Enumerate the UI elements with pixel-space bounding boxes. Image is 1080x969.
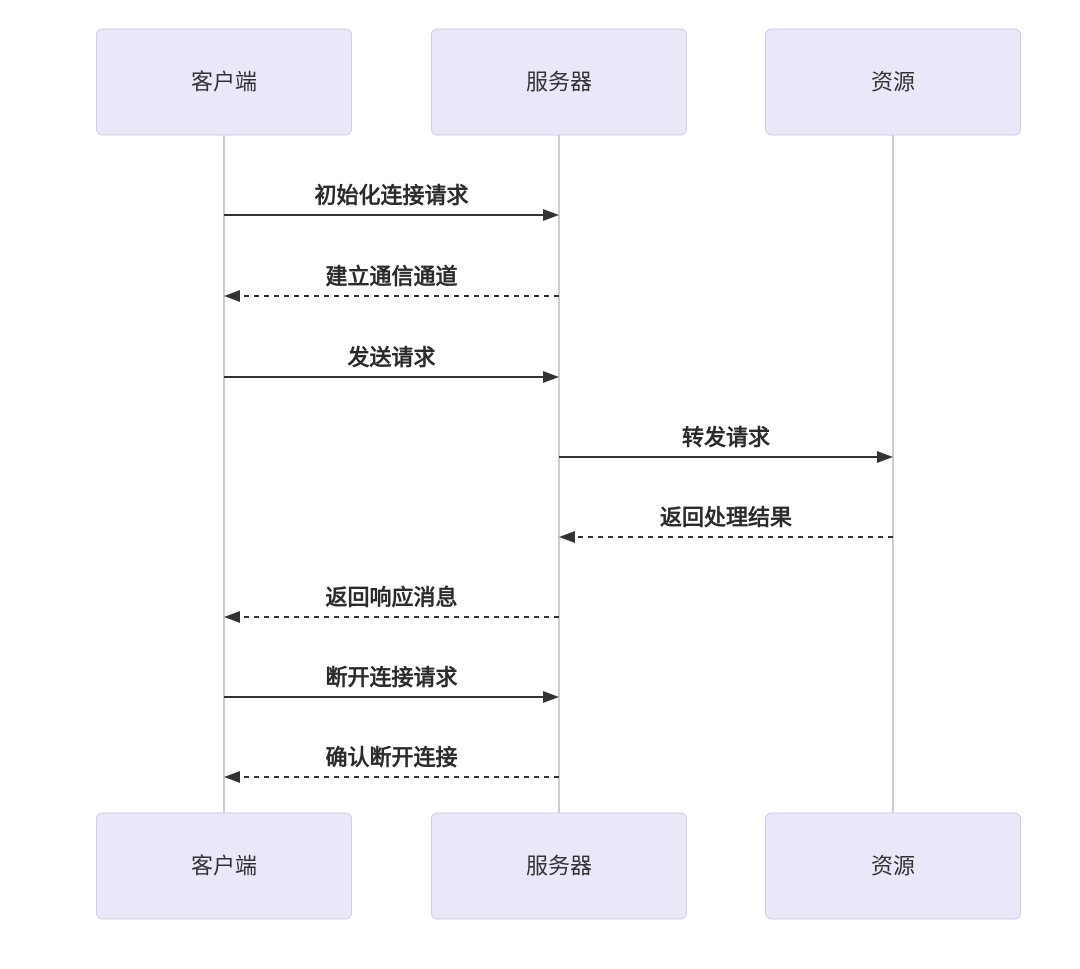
message-arrowhead-3 (877, 451, 893, 463)
message-label-7: 确认断开连接 (325, 745, 457, 770)
message-label-2: 发送请求 (346, 345, 435, 370)
actor-box-top-client (96, 28, 352, 136)
message-arrowhead-0 (543, 209, 559, 221)
actor-box-top-server (431, 28, 687, 136)
message-arrowhead-1 (224, 290, 240, 302)
actor-label-top-client: 客户端 (191, 70, 257, 95)
message-label-3: 转发请求 (682, 425, 770, 450)
message-arrowhead-5 (224, 611, 240, 623)
actor-label-bottom-client: 客户端 (191, 854, 257, 879)
actor-box-top-resource (765, 28, 1021, 136)
actor-label-top-resource: 资源 (871, 70, 915, 95)
actor-label-bottom-resource: 资源 (871, 854, 915, 879)
message-label-5: 返回响应消息 (325, 585, 457, 610)
message-label-1: 建立通信通道 (325, 264, 457, 289)
message-arrowhead-4 (559, 531, 575, 543)
actor-box-bottom-server (431, 812, 687, 920)
actor-label-bottom-server: 服务器 (526, 854, 592, 879)
message-arrowhead-2 (543, 371, 559, 383)
message-arrowhead-7 (224, 771, 240, 783)
message-label-4: 返回处理结果 (660, 505, 792, 530)
message-arrowhead-6 (543, 691, 559, 703)
actor-box-bottom-resource (765, 812, 1021, 920)
message-label-6: 断开连接请求 (325, 665, 457, 690)
message-label-0: 初始化连接请求 (314, 183, 468, 208)
actor-box-bottom-client (96, 812, 352, 920)
actor-label-top-server: 服务器 (526, 70, 592, 95)
